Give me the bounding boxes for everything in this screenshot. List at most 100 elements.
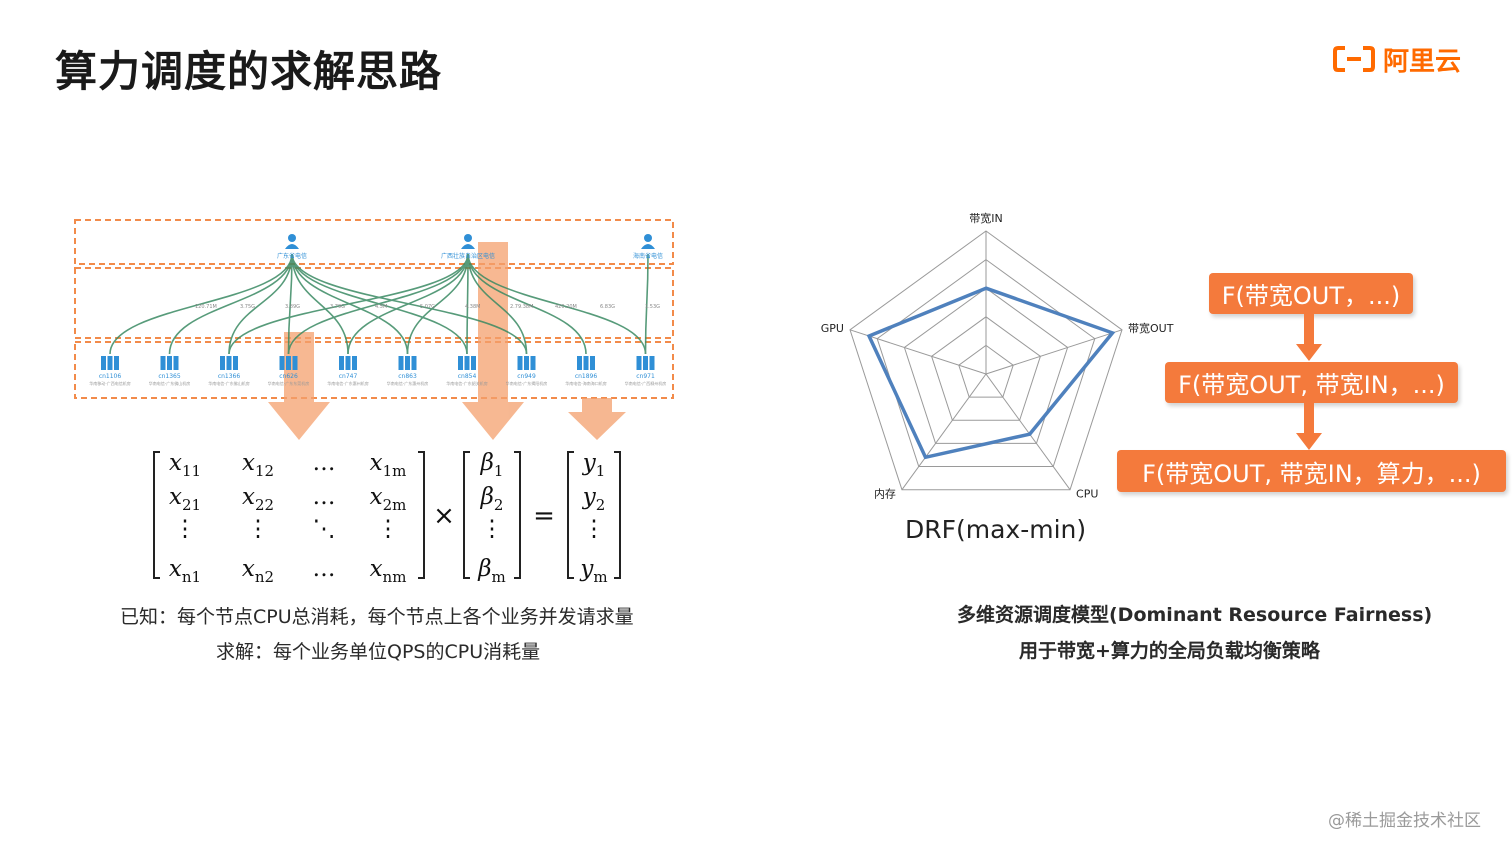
link-label: 3.75G bbox=[240, 304, 255, 310]
provider-label: 海南省电信 bbox=[633, 252, 663, 260]
radar-axis-label: CPU bbox=[1076, 488, 1098, 501]
link-label: 4.38M bbox=[465, 304, 480, 310]
user-icon-body bbox=[641, 244, 655, 249]
topology-link bbox=[467, 253, 587, 355]
flow-arrow-1 bbox=[1296, 314, 1322, 361]
server-sublabel: 华南电信-广东东莞机房 bbox=[268, 380, 309, 386]
flow-arrow-2 bbox=[1296, 403, 1322, 450]
server-sublabel: 华南电信-广东惠州机房 bbox=[387, 380, 428, 386]
topology-link bbox=[406, 253, 469, 355]
bracket-x-right bbox=[418, 451, 425, 579]
aliyun-logo: 阿里云 bbox=[1333, 42, 1462, 77]
server-rack-icon bbox=[279, 356, 285, 370]
server-id: cn971 bbox=[636, 373, 655, 380]
radar-axis-label: 带宽IN bbox=[969, 211, 1002, 225]
provider-label: 广西壮族自治区电信 bbox=[441, 252, 495, 260]
topology-link bbox=[644, 253, 649, 355]
matrix-entry: y2 bbox=[582, 484, 606, 514]
times-sign: × bbox=[433, 501, 455, 531]
flow-box-2: F(带宽OUT, 带宽IN，...) bbox=[1165, 362, 1458, 403]
server-rack-icon bbox=[107, 356, 113, 370]
link-label: 120.71M bbox=[195, 304, 217, 310]
matrix-entry: ⋱ bbox=[313, 516, 336, 542]
arrow-y bbox=[568, 398, 626, 440]
server-rack-icon bbox=[649, 356, 655, 370]
server-rack-icon bbox=[530, 356, 536, 370]
provider-node: 广西壮族自治区电信 bbox=[441, 234, 495, 260]
provider-layer-box bbox=[74, 219, 674, 265]
server-id: cn1896 bbox=[575, 373, 598, 380]
provider-node: 广东省电信 bbox=[277, 234, 307, 260]
server-rack-icon bbox=[286, 356, 291, 370]
matrix-entry: ⋮ bbox=[481, 516, 504, 542]
topology-link bbox=[168, 253, 293, 355]
topology-link bbox=[287, 253, 293, 355]
logo-text: 阿里云 bbox=[1383, 46, 1462, 77]
server-sublabel: 华南电信-广东佛山机房 bbox=[208, 380, 249, 386]
radar-axis-label: 带宽OUT bbox=[1128, 321, 1174, 335]
radar-grid-ring bbox=[931, 316, 1041, 421]
radar-axis-label: 内存 bbox=[874, 487, 896, 501]
bracket-x-left bbox=[153, 451, 160, 579]
radar-axis-label: GPU bbox=[821, 322, 844, 335]
bracket-beta-right bbox=[514, 451, 521, 579]
matrix-entry: ⋮ bbox=[583, 516, 606, 542]
link-label: 420.20M bbox=[555, 304, 577, 310]
matrix-entry: … bbox=[313, 556, 336, 582]
matrix-entry: xn2 bbox=[242, 556, 274, 586]
matrix-entry: x12 bbox=[242, 450, 274, 480]
server-id: cn1365 bbox=[158, 373, 181, 380]
topology-link bbox=[291, 253, 349, 355]
radar-label: DRF(max-min) bbox=[905, 515, 1087, 544]
matrix-entry: ⋮ bbox=[377, 516, 400, 542]
bracket-beta-left bbox=[463, 451, 470, 579]
left-caption-line1: 已知：每个节点CPU总消耗，每个节点上各个业务并发请求量 bbox=[120, 606, 634, 628]
left-caption-line2: 求解：每个业务单位QPS的CPU消耗量 bbox=[216, 641, 541, 663]
bracket-y-left bbox=[567, 451, 574, 579]
server-rack-icon bbox=[577, 356, 582, 370]
right-caption-line2: 用于带宽+算力的全局负载均衡策略 bbox=[1019, 640, 1320, 662]
server-rack-icon bbox=[345, 356, 351, 370]
server-rack-icon bbox=[471, 356, 476, 370]
matrix-entry: x21 bbox=[169, 484, 201, 514]
radar-series bbox=[866, 286, 1116, 460]
server-id: cn1366 bbox=[218, 373, 241, 380]
server-rack-icon bbox=[233, 356, 238, 370]
link-label: 3.89G bbox=[285, 304, 300, 310]
provider-label: 广东省电信 bbox=[277, 252, 307, 260]
server-id: cn1106 bbox=[99, 373, 122, 380]
topology-link bbox=[467, 253, 528, 355]
topology-link bbox=[291, 253, 468, 355]
arrow-beta bbox=[462, 242, 524, 440]
matrix-entry: x22 bbox=[242, 484, 274, 514]
matrix-entry: y1 bbox=[582, 450, 606, 480]
server-rack-icon bbox=[226, 356, 232, 370]
link-group bbox=[109, 253, 649, 355]
server-rack-icon bbox=[411, 356, 417, 370]
server-rack-icon bbox=[220, 356, 225, 370]
matrix-entry: ym bbox=[579, 556, 607, 586]
slide-title: 算力调度的求解思路 bbox=[55, 47, 443, 96]
server-rack-icon bbox=[583, 356, 589, 370]
flow-arrows bbox=[268, 242, 626, 440]
server-rack-icon bbox=[398, 356, 404, 370]
right-caption-line1: 多维资源调度模型(Dominant Resource Fairness) bbox=[957, 604, 1433, 626]
server-rack-icon bbox=[643, 356, 648, 370]
server-sublabel: 华南电信-广东惠州机房 bbox=[327, 380, 368, 386]
server-sublabel: 华南电信-广东韶关机房 bbox=[446, 380, 487, 386]
topology-link bbox=[467, 253, 647, 355]
user-icon bbox=[288, 234, 296, 242]
server-rack-icon bbox=[114, 356, 119, 370]
provider-node: 海南省电信 bbox=[633, 234, 663, 260]
topology-link bbox=[291, 253, 528, 355]
server-rack-icon bbox=[339, 356, 344, 370]
